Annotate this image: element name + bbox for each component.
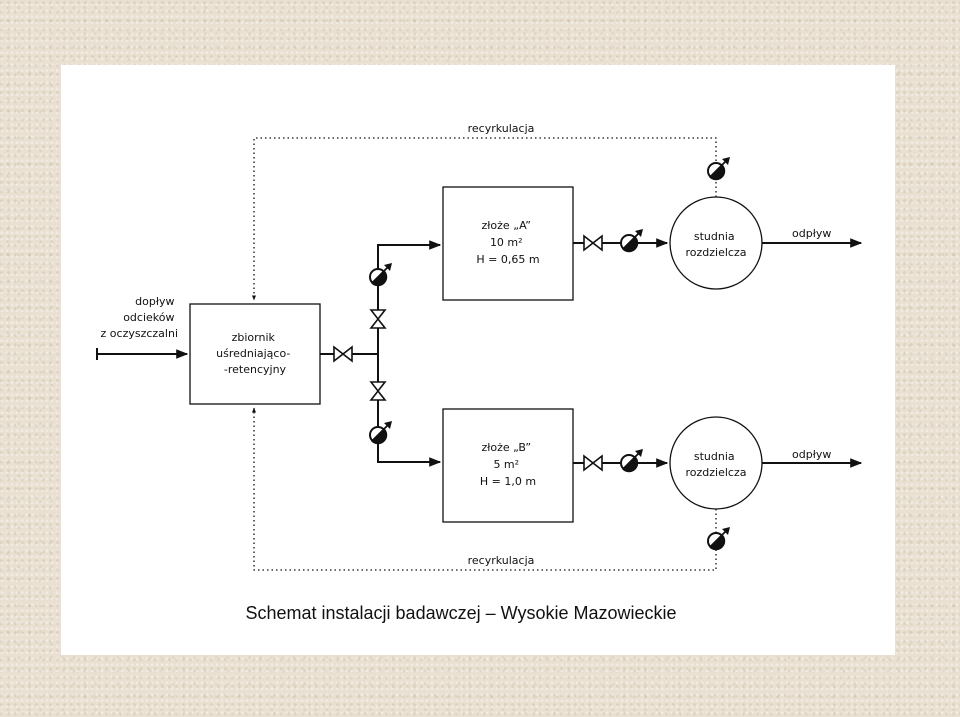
recirculation-top-label: recyrkulacja (468, 122, 535, 135)
outflow-a-label: odpływ (792, 227, 831, 240)
distribution-well-b (669, 416, 763, 510)
well-a-label: studnia rozdzielcza (686, 230, 747, 259)
pump-icon (369, 420, 393, 446)
bed-b-label: złoże „B” 5 m² H = 1,0 m (480, 441, 536, 488)
inflow-label: dopływ odcieków z oczyszczalni (101, 295, 178, 340)
pump-icon (369, 262, 393, 288)
valve-icon (370, 381, 386, 401)
valve-icon (583, 235, 603, 251)
outflow-b-label: odpływ (792, 448, 831, 461)
valve-icon (370, 309, 386, 329)
diagram-panel: dopływ odcieków z oczyszczalni zbiornik … (61, 65, 895, 655)
valve-icon (583, 455, 603, 471)
distribution-well-a (669, 196, 763, 290)
bed-a-label: złoże „A” 10 m² H = 0,65 m (476, 219, 539, 266)
valve-icon (333, 346, 353, 362)
process-diagram: dopływ odcieków z oczyszczalni zbiornik … (96, 122, 863, 623)
equalization-tank (189, 303, 321, 405)
recirculation-bottom-label: recyrkulacja (468, 554, 535, 567)
pump-icon (620, 228, 644, 254)
diagram-title: Schemat instalacji badawczej – Wysokie M… (245, 603, 676, 623)
pump-icon (707, 156, 731, 182)
bed-b (442, 408, 574, 523)
well-b-label: studnia rozdzielcza (686, 450, 747, 479)
bed-a (442, 186, 574, 301)
pump-icon (620, 448, 644, 474)
recirculation-bottom-line (251, 407, 717, 571)
tank-label: zbiornik uśredniająco- -retencyjny (216, 331, 294, 376)
pump-icon (707, 526, 731, 552)
